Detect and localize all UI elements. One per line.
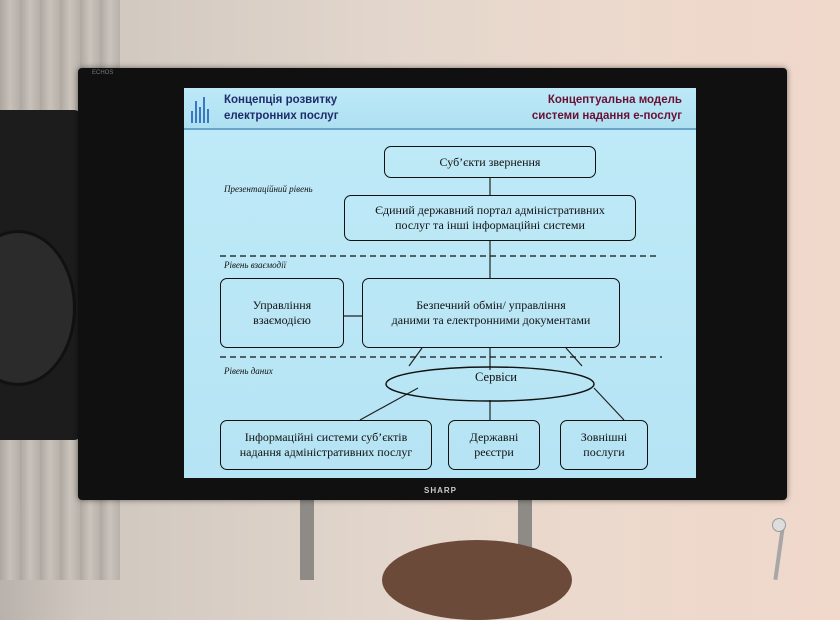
- box-subjects: Суб’єкти звернення: [384, 146, 596, 178]
- box-state-registries: Державні реєстри: [448, 420, 540, 470]
- slide-title-left: Концепція розвитку електронних послуг: [224, 94, 339, 122]
- slide-header: Концепція розвитку електронних послуг Ко…: [184, 88, 696, 130]
- tv-brand-label: ECHOS: [92, 70, 114, 76]
- microphone: [772, 518, 786, 532]
- box-info-systems: Інформаційні системи суб’єктів надання а…: [220, 420, 432, 470]
- tv-display: ECHOS SHARP Концепція розвитку електронн…: [78, 68, 787, 500]
- services-label: Сервіси: [475, 370, 517, 384]
- diagram-connectors: [220, 178, 662, 421]
- presentation-level-label: Презентаційний рівень: [224, 184, 313, 194]
- interaction-level-label: Рівень взаємодії: [224, 260, 287, 270]
- tv-logo: SHARP: [424, 486, 458, 495]
- audience-head: [382, 540, 572, 620]
- presentation-slide: Концепція розвитку електронних послуг Ко…: [184, 88, 696, 478]
- tv-stand-left: [300, 495, 314, 580]
- box-interaction-management: Управління взаємодією: [220, 278, 344, 348]
- data-level-label: Рівень даних: [224, 366, 273, 376]
- box-external-services: Зовнішні послуги: [560, 420, 648, 470]
- box-portal: Єдиний державний портал адміністративних…: [344, 195, 636, 241]
- microphone-stem: [773, 527, 785, 581]
- bar-chart-logo-icon: [191, 97, 209, 123]
- slide-title-right: Концептуальна модель системи надання е-п…: [531, 94, 682, 122]
- box-secure-exchange: Безпечний обмін/ управління даними та ел…: [362, 278, 620, 348]
